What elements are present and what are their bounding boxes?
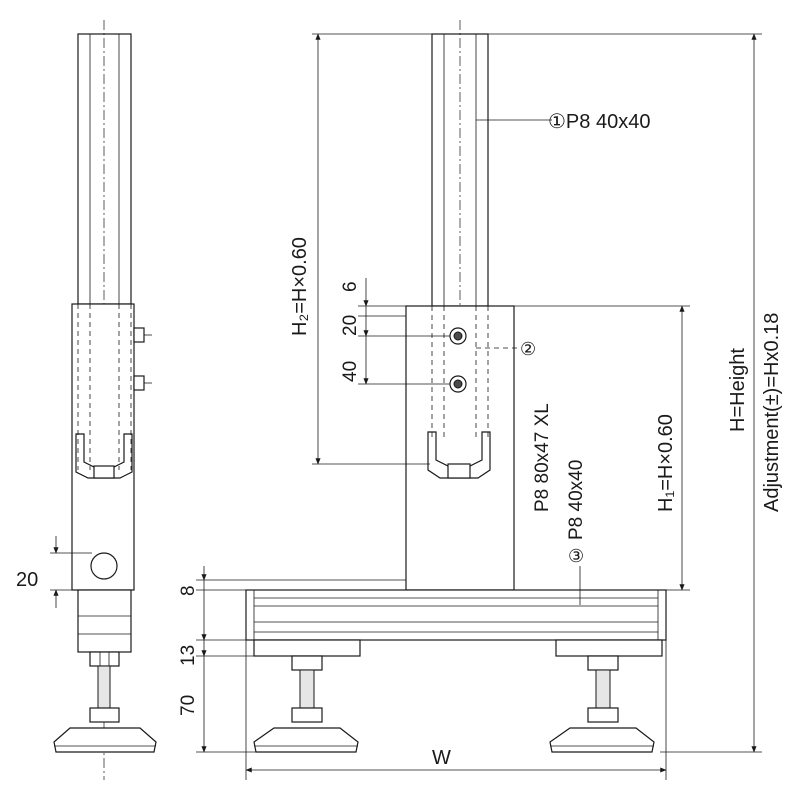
dim-20-side-label: 20 <box>16 569 38 591</box>
side-screw-upper <box>133 327 145 343</box>
front-foot-block-right <box>555 639 663 657</box>
dim-13-label: 13 <box>178 645 199 666</box>
side-foot-nut <box>89 707 120 723</box>
front-foot-nut2-left <box>291 707 323 723</box>
label-part3: ③ <box>568 546 584 566</box>
dim-h1-label: H₁=H×0.60 <box>655 414 677 512</box>
side-foot-pad <box>53 727 157 753</box>
dim-adjust-label: Adjustment(±)=Hx0.18 <box>761 313 783 512</box>
front-foot-block-left <box>253 639 361 657</box>
dim-8-label: 8 <box>178 585 199 596</box>
side-knob <box>90 552 118 580</box>
front-base-profile <box>245 589 667 641</box>
side-collar <box>77 589 132 653</box>
side-screw-lower <box>133 375 145 391</box>
dim-40-label: 40 <box>340 361 361 382</box>
dim-h2-label: H₂=H×0.60 <box>289 237 311 336</box>
side-sleeve <box>71 303 135 591</box>
front-foot-nut-right <box>587 655 619 671</box>
dim-6-label: 6 <box>340 281 361 292</box>
front-foot-pad-right <box>549 727 655 753</box>
dim-70-label: 70 <box>178 695 199 716</box>
label-part2-name: P8 80x47 XL <box>532 403 553 512</box>
front-clip <box>427 431 491 479</box>
front-foot-nut2-right <box>587 707 619 723</box>
front-clip-nut <box>447 463 471 479</box>
side-clip-nut <box>93 465 115 479</box>
side-stem <box>97 665 111 713</box>
front-stem-left <box>299 669 315 713</box>
front-foot-nut-left <box>291 655 323 671</box>
label-part3-name: P8 40x40 <box>566 460 587 540</box>
front-view: ①P8 40x40 ② P8 80x47 XL P8 40x40 ③ H₂=H×… <box>178 20 783 780</box>
side-clip <box>75 433 133 479</box>
label-part2: ② <box>520 339 536 359</box>
label-part1: ①P8 40x40 <box>548 111 650 133</box>
dim-20-top-label: 20 <box>340 315 361 336</box>
dim-width-label: W <box>432 747 451 769</box>
side-view: 20 <box>16 20 157 780</box>
side-upper-profile <box>77 33 132 305</box>
front-foot-pad-left <box>253 727 359 753</box>
front-stem-right <box>595 669 611 713</box>
side-nut <box>89 651 120 667</box>
front-sleeve <box>405 305 515 591</box>
dim-height-label: H=Height <box>727 348 749 432</box>
